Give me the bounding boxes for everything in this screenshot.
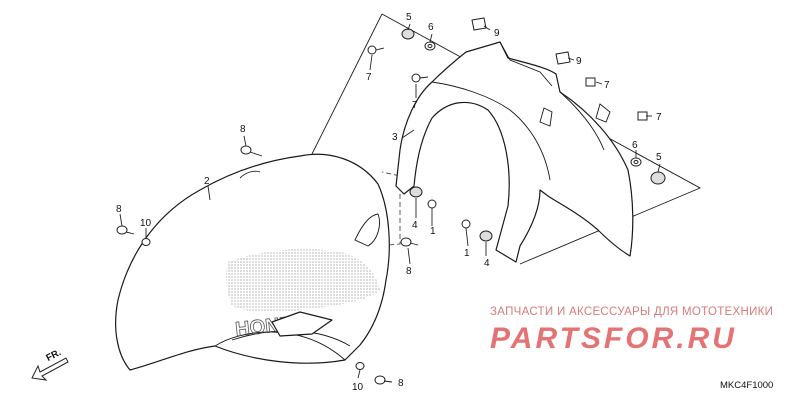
callout-10b: 10 bbox=[352, 382, 364, 393]
callout-5a: 5 bbox=[406, 12, 412, 23]
callout-5b: 5 bbox=[656, 152, 662, 163]
washer-4a[interactable] bbox=[409, 186, 423, 198]
bolt-8b[interactable] bbox=[116, 225, 135, 235]
bolt-8d[interactable] bbox=[374, 375, 393, 385]
front-direction-arrow-icon bbox=[31, 357, 69, 381]
callout-7a: 7 bbox=[366, 72, 372, 83]
front-fender[interactable]: HONDA bbox=[115, 153, 390, 371]
callout-8c: 8 bbox=[406, 266, 412, 277]
watermark-brand: PARTSFOR.RU bbox=[490, 322, 737, 355]
bolt-7b[interactable] bbox=[411, 73, 429, 83]
callout-6a: 6 bbox=[428, 22, 434, 33]
washer-4b[interactable] bbox=[479, 230, 493, 242]
callout-7b: 7 bbox=[412, 100, 418, 111]
callout-10a: 10 bbox=[140, 218, 152, 229]
clip-9b[interactable] bbox=[555, 51, 571, 65]
honda-wing-graphic bbox=[225, 249, 380, 313]
collar-1b[interactable] bbox=[461, 219, 471, 229]
grommet-5b[interactable] bbox=[650, 171, 666, 185]
bolt-7a[interactable] bbox=[367, 45, 385, 55]
callout-9a: 9 bbox=[494, 28, 500, 39]
callout-2: 2 bbox=[204, 176, 210, 187]
leader-lines bbox=[119, 23, 661, 379]
callout-8a: 8 bbox=[240, 124, 246, 135]
bolt-7c[interactable] bbox=[585, 77, 596, 87]
callout-7d: 7 bbox=[656, 112, 662, 123]
inner-fender[interactable] bbox=[395, 41, 634, 263]
callout-9b: 9 bbox=[576, 56, 582, 67]
bolt-7d[interactable] bbox=[637, 111, 648, 121]
callout-8d: 8 bbox=[398, 378, 404, 389]
callout-3: 3 bbox=[392, 132, 398, 143]
washer-10a[interactable] bbox=[141, 238, 151, 246]
callout-4b: 4 bbox=[484, 258, 490, 269]
clip-9a[interactable] bbox=[471, 17, 487, 31]
collar-1a[interactable] bbox=[427, 199, 437, 209]
diagram-code: MKC4F1000 bbox=[720, 380, 774, 391]
callout-4a: 4 bbox=[412, 220, 418, 231]
callout-6b: 6 bbox=[632, 140, 638, 151]
grommet-5a[interactable] bbox=[401, 28, 415, 40]
callout-1b: 1 bbox=[464, 248, 470, 259]
callout-7c: 7 bbox=[604, 80, 610, 91]
watermark-subtitle: ЗАПЧАСТИ И АКСЕССУАРЫ ДЛЯ МОТОТЕХНИКИ bbox=[490, 306, 774, 318]
callout-1a: 1 bbox=[430, 226, 436, 237]
washer-6a[interactable] bbox=[424, 41, 436, 51]
washer-10b[interactable] bbox=[355, 362, 365, 370]
bolt-8c[interactable] bbox=[400, 237, 419, 247]
callout-8b: 8 bbox=[116, 204, 122, 215]
washer-6b[interactable] bbox=[630, 157, 642, 167]
bolt-8a[interactable] bbox=[240, 145, 263, 157]
callout-labels: 5 6 9 7 9 7 7 7 3 8 2 6 5 8 10 4 1 1 4 8… bbox=[116, 12, 662, 393]
